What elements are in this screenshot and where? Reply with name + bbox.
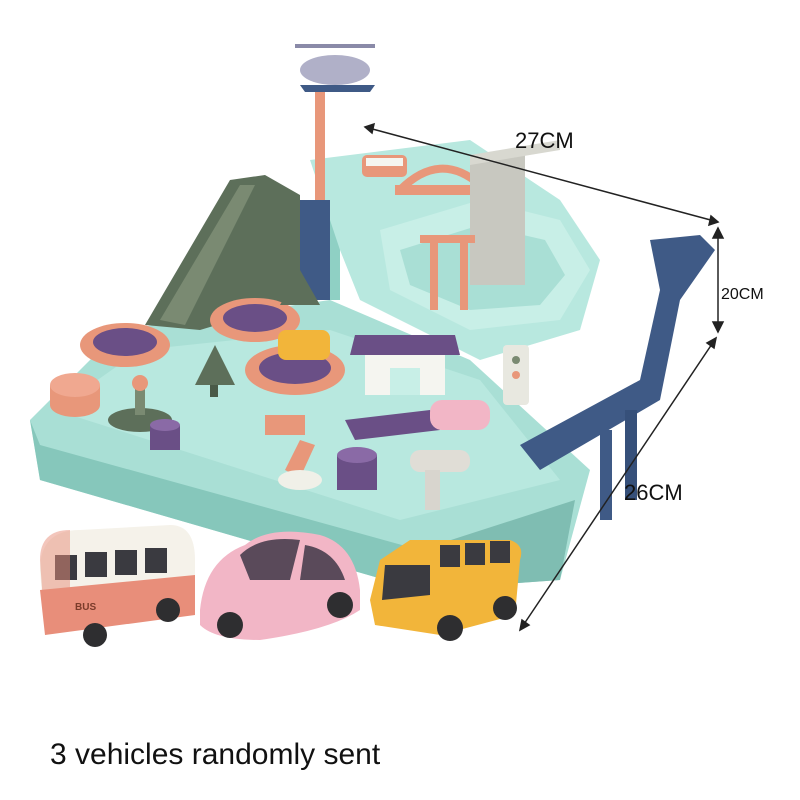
traffic-light [503, 345, 529, 405]
bus-badge-text: BUS [75, 602, 97, 613]
caption-text: 3 vehicles randomly sent [50, 738, 381, 771]
garage-building [350, 335, 460, 395]
orange-tower [420, 235, 475, 310]
control-knobs [50, 373, 470, 510]
pink-beetle-vehicle [200, 531, 360, 640]
dimension-lines [363, 122, 725, 632]
helicopter-toy [295, 44, 375, 92]
purple-ramp [345, 410, 440, 440]
height-dimension-label: 20CM [721, 286, 764, 303]
coral-bus-vehicle [40, 525, 195, 647]
track-cars [278, 155, 490, 430]
trees [195, 270, 320, 397]
crane-tower [470, 140, 560, 285]
depth-dimension-label: 26CM [624, 480, 683, 505]
yellow-school-bus-vehicle [370, 540, 522, 641]
width-dimension-label: 27CM [515, 128, 574, 153]
